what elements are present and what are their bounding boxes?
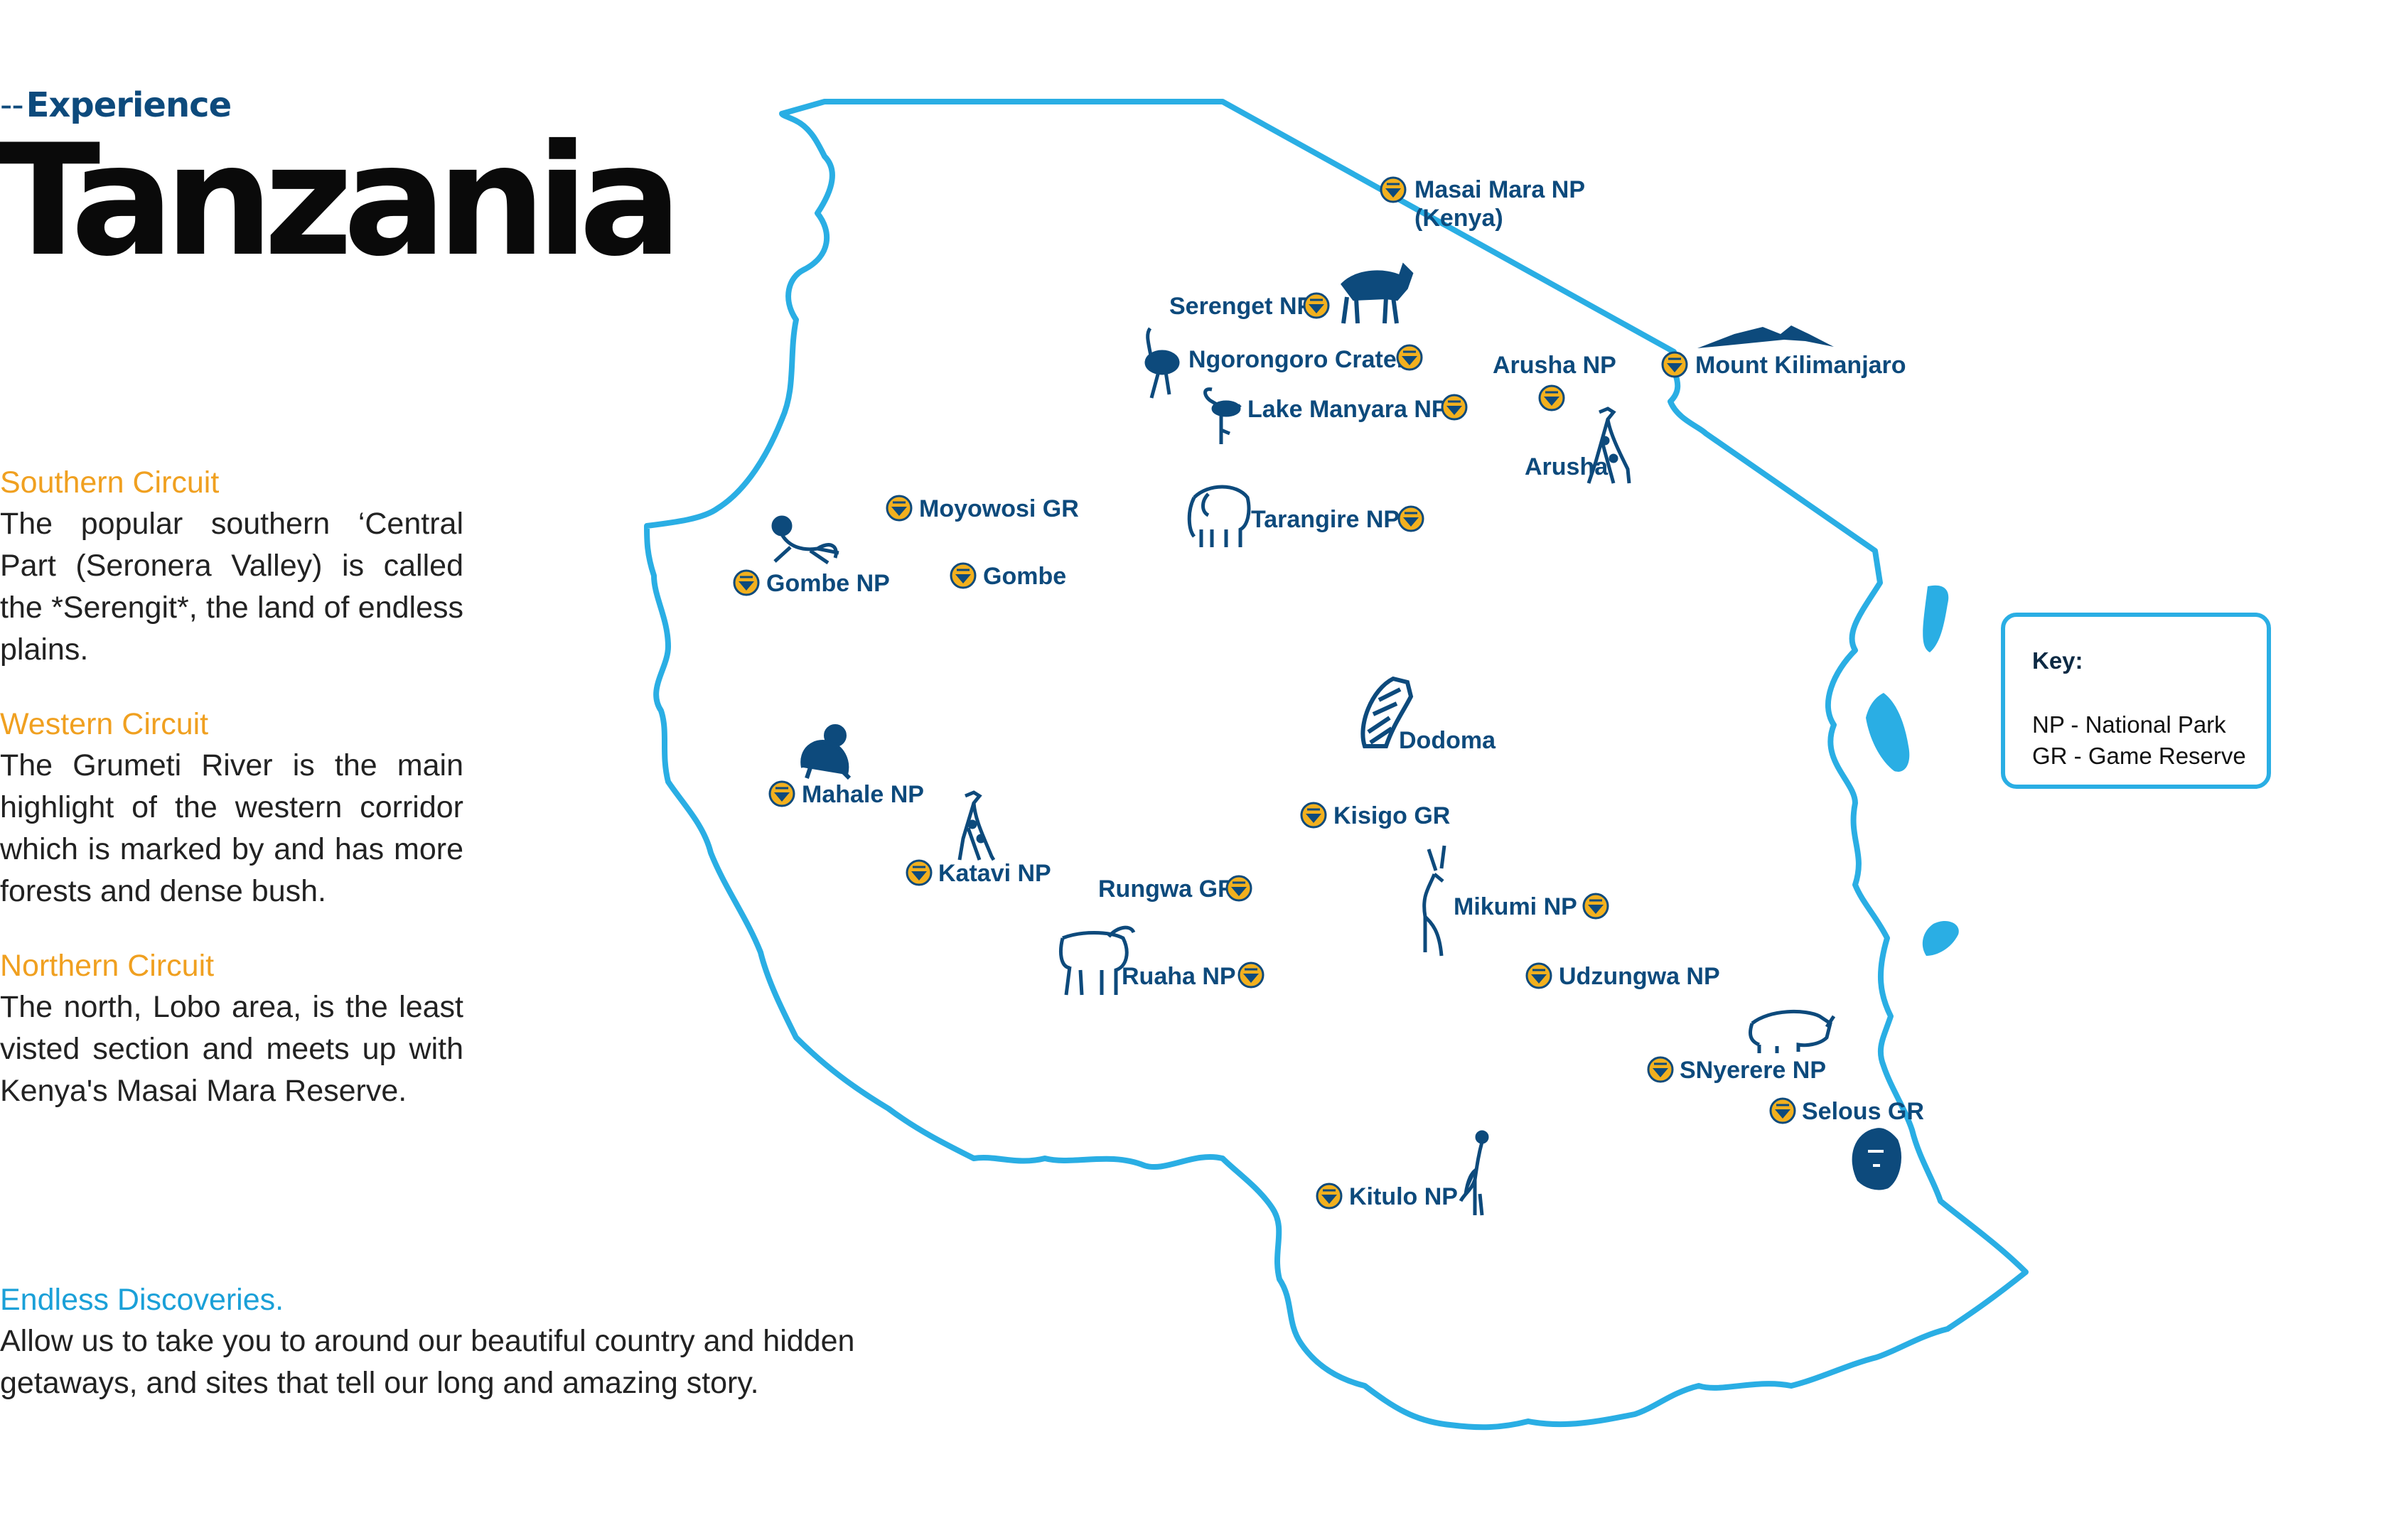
badge-icon (950, 562, 977, 589)
section-title: Northern Circuit (0, 949, 215, 983)
badge-icon (733, 569, 760, 596)
discover-section: Endless Discoveries. Allow us to take yo… (0, 1279, 924, 1404)
badge-icon (1303, 292, 1330, 319)
eyebrow: --Experience (0, 85, 232, 125)
place-label: Ruaha NP (1122, 963, 1236, 990)
place-label: Katavi NP (938, 860, 1051, 887)
badge-icon (1769, 1097, 1796, 1124)
discover-title: Endless Discoveries. (0, 1283, 284, 1317)
country-border (644, 99, 2029, 1431)
place-label: Masai Mara NP (1414, 176, 1585, 203)
mafia-island (1922, 920, 1959, 956)
place-label: Arusha NP (1493, 352, 1616, 379)
section-body: The popular southern ‘Central Part (Sero… (0, 507, 463, 667)
section-body: The Grumeti River is the main highlight … (0, 748, 463, 908)
northern-circuit-section: Northern Circuit The north, Lobo area, i… (0, 945, 463, 1112)
badge-icon (1582, 893, 1609, 920)
place-label: Gombe NP (766, 570, 890, 597)
crane-icon (1459, 1130, 1489, 1216)
elephant-icon (1187, 485, 1251, 547)
lion-icon (1852, 1128, 1901, 1190)
place-label: Mahale NP (802, 781, 924, 808)
chimpanzee-icon (800, 724, 852, 780)
badge-icon (1525, 962, 1552, 989)
place-label: Tarangire NP (1251, 506, 1400, 533)
badge-icon (1538, 384, 1565, 411)
zanzibar-island (1866, 693, 1910, 772)
discover-body: Allow us to take you to around our beaut… (0, 1324, 855, 1400)
place-label: SNyerere NP (1680, 1057, 1826, 1084)
badge-icon (1661, 351, 1688, 378)
eyebrow-text: Experience (26, 85, 232, 125)
place-label: Mount Kilimanjaro (1695, 352, 1906, 379)
page-title: Tanzania (0, 112, 682, 290)
eyebrow-dash: -- (0, 85, 24, 125)
place-label: Moyowosi GR (919, 495, 1079, 522)
key-gr: GR - Game Reserve (2032, 743, 2246, 769)
place-label: Dodoma (1399, 727, 1496, 754)
wildebeest-icon (1341, 262, 1414, 324)
badge-icon (768, 780, 795, 807)
zebra-icon (1360, 676, 1414, 748)
buffalo-icon (1059, 925, 1136, 996)
giraffe-icon (1586, 406, 1631, 484)
badge-icon (1380, 176, 1407, 203)
place-label: Gombe (983, 563, 1066, 590)
place-label: Kitulo NP (1349, 1183, 1458, 1210)
place-label: Serenget NP (1169, 293, 1313, 320)
mountain-icon (1697, 325, 1834, 348)
badge-icon (1441, 394, 1468, 421)
badge-icon (1225, 875, 1252, 902)
badge-icon (906, 859, 933, 886)
badge-icon (1397, 505, 1424, 532)
badge-icon (1300, 802, 1327, 829)
badge-icon (1396, 344, 1423, 371)
badge-icon (1316, 1183, 1343, 1210)
southern-circuit-section: Southern Circuit The popular southern ‘C… (0, 462, 463, 671)
rhino-icon (1749, 1010, 1836, 1053)
pemba-island (1923, 585, 1949, 652)
monkey-icon (771, 515, 839, 565)
place-label: Kisigo GR (1333, 802, 1450, 829)
place-label: Lake Manyara NP (1247, 396, 1448, 423)
section-title: Western Circuit (0, 707, 209, 741)
flamingo-icon (1203, 387, 1242, 444)
section-body: The north, Lobo area, is the least viste… (0, 990, 463, 1108)
place-label: (Kenya) (1414, 205, 1503, 232)
map-key: Key: NP - National Park GR - Game Reserv… (2001, 613, 2271, 789)
section-title: Southern Circuit (0, 465, 220, 500)
key-title: Key: (2032, 647, 2083, 674)
place-label: Udzungwa NP (1559, 963, 1720, 990)
key-np: NP - National Park (2032, 711, 2226, 738)
antelope-icon (1422, 845, 1446, 957)
giraffe-icon (957, 790, 996, 861)
place-label: Ngorongoro Crater (1188, 346, 1406, 373)
western-circuit-section: Western Circuit The Grumeti River is the… (0, 704, 463, 912)
place-label: Selous GR (1802, 1098, 1924, 1125)
badge-icon (1647, 1056, 1674, 1083)
badge-icon (1237, 962, 1265, 989)
badge-icon (886, 495, 913, 522)
ostrich-icon (1144, 327, 1180, 399)
place-label: Rungwa GR (1098, 876, 1235, 903)
place-label: Mikumi NP (1454, 893, 1577, 920)
